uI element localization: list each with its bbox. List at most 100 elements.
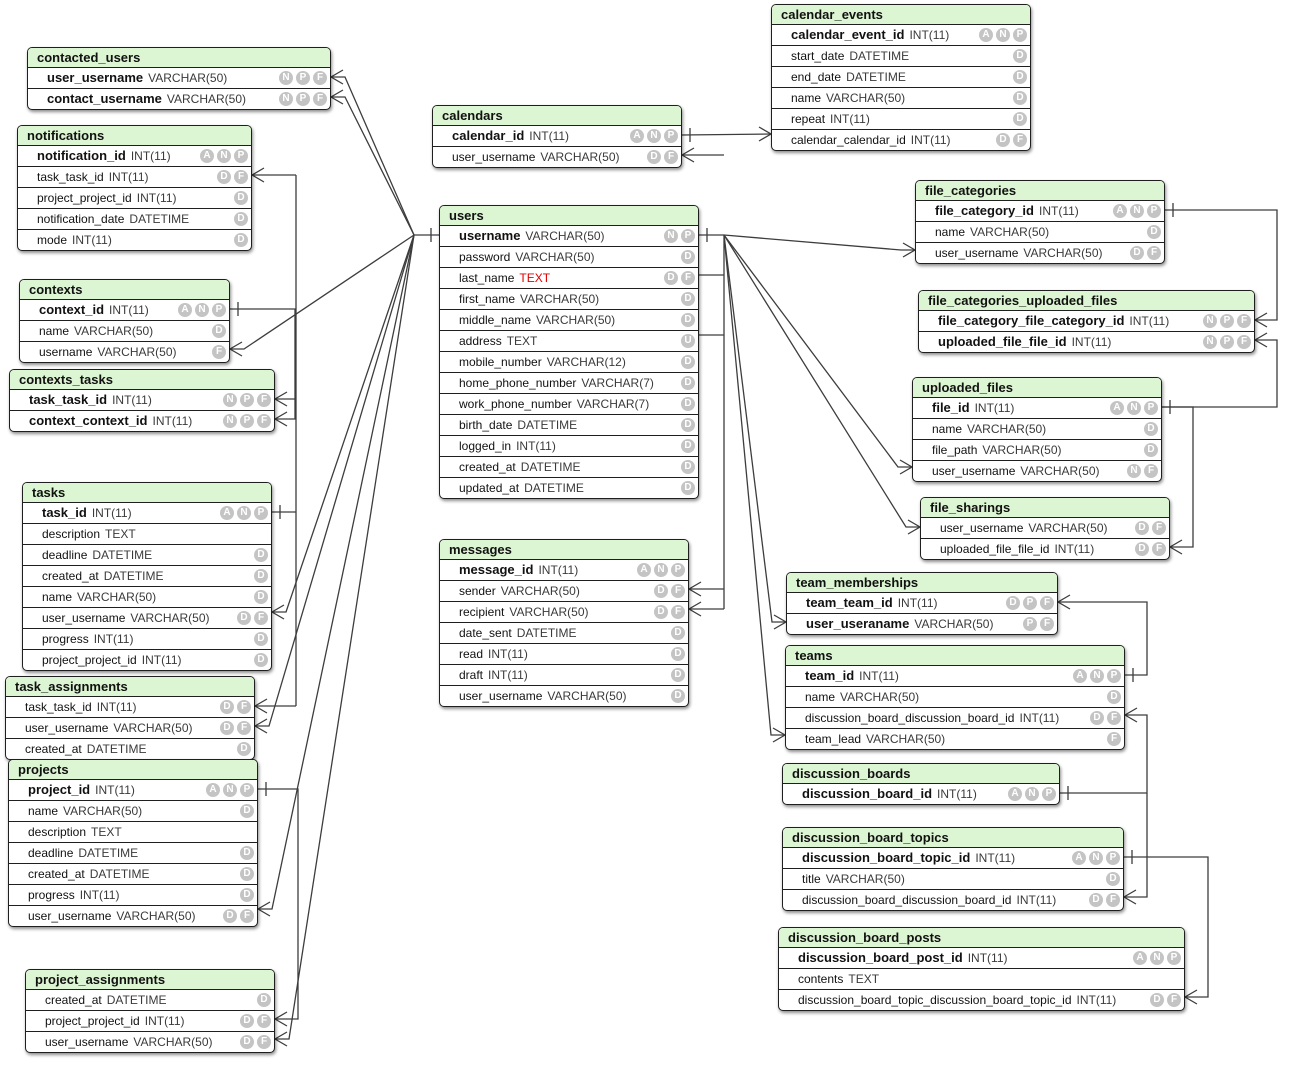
column-row[interactable]: discussion_board_topic_discussion_board_… xyxy=(779,989,1184,1010)
